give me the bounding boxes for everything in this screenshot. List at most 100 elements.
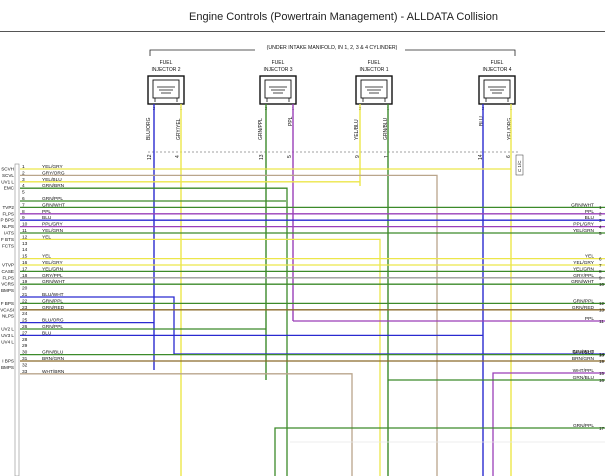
- wire-color-label: YEL/BLU: [42, 177, 62, 183]
- ecm-signal-label: UV2 L: [1, 327, 14, 332]
- pin-number: 16: [22, 260, 28, 266]
- wire-color-label: YEL/GRN: [42, 228, 64, 234]
- cavity-number: 14: [478, 154, 484, 160]
- pin-number: 25: [22, 318, 28, 324]
- wire-color-label: YEL: [42, 254, 51, 260]
- pin-number: 30: [22, 350, 28, 356]
- wire-color-label: PPL: [288, 116, 294, 126]
- wire-color-label: BLU: [479, 116, 485, 126]
- wire-color-label: BLU/WHT: [42, 292, 64, 298]
- wire-color-label: YEL: [585, 254, 594, 260]
- pin-number: 4: [599, 224, 602, 229]
- wire-color-label: GRY/ORG: [42, 170, 65, 176]
- wire: [20, 373, 353, 476]
- fuel-injector-1: FUEL INJECTOR 1 2 1 YEL/BLU GRN/BLU 9 1: [354, 60, 393, 158]
- wire-color-label: YEL/GRN: [573, 228, 595, 234]
- pin-number: 2: [599, 212, 602, 217]
- pin-number: 2: [22, 170, 25, 176]
- pin-number: 24: [22, 311, 28, 317]
- injector-title: FUEL: [368, 60, 381, 66]
- wire-color-label: WHT/PPL: [573, 368, 595, 374]
- wire-color-label: YEL/BLU: [354, 119, 360, 140]
- ecm-signal-label: FCTS: [2, 243, 14, 248]
- wire: [274, 427, 605, 476]
- pin-number: 17: [599, 426, 605, 431]
- pin-number: 6: [22, 196, 25, 202]
- pin-number: 8: [22, 209, 25, 215]
- ecm-signal-label: VTVP: [2, 263, 14, 268]
- wire-color-label: GRN/RED: [42, 305, 65, 311]
- ecm-signal-label: UV3 L: [1, 333, 14, 338]
- ecm-signal-label: TVP2: [3, 205, 15, 210]
- injector-subtitle: INJECTOR 1: [359, 67, 388, 73]
- pin-number: 22: [22, 298, 28, 304]
- pin-number: 16: [599, 378, 605, 383]
- cavity-number: 1: [384, 155, 390, 158]
- ecm-signal-label: F BPS: [1, 301, 14, 306]
- pin-number: 18: [599, 352, 605, 357]
- page-header: Engine Controls (Powertrain Management) …: [0, 0, 605, 32]
- ecm-signal-label: UV1 L: [1, 179, 14, 184]
- wire-color-label: YEL/GRN: [42, 266, 64, 272]
- wire-color-label: YEL/ORG: [507, 118, 513, 140]
- wire-color-label: WHT/BRN: [42, 369, 65, 375]
- wire-color-label: GRN/PPL: [42, 324, 63, 330]
- cavity-number: 13: [259, 154, 265, 160]
- ecm-signal-label: NLPS: [2, 314, 14, 319]
- wire-color-label: PPL: [42, 209, 51, 215]
- wire-color-label: PPL: [585, 209, 594, 215]
- ecm-signal-label: I BPS: [2, 359, 14, 364]
- pin-number: 3: [22, 177, 25, 183]
- pin-number: 33: [22, 369, 28, 375]
- wire: [20, 174, 438, 476]
- pin-number: 31: [22, 356, 28, 362]
- ecm-signal-label: BMPS: [1, 288, 14, 293]
- pin-number: 8: [599, 269, 602, 274]
- ecm-signal-label: UV4 L: [1, 339, 14, 344]
- wire-color-label: GRY/YEL: [176, 118, 182, 140]
- pin-number: 5: [22, 190, 25, 196]
- pin-number: 9: [599, 276, 602, 281]
- cavity-number: 9: [355, 155, 361, 158]
- wire-color-label: BLU/ORG: [42, 318, 64, 324]
- pin-number: 12: [22, 234, 28, 240]
- pin-number: 10: [22, 222, 28, 228]
- injector-subtitle: INJECTOR 3: [263, 67, 292, 73]
- wire-color-label: GRN/PPL: [573, 298, 594, 304]
- ecm-signal-label: FLPS: [3, 275, 15, 280]
- wire-color-label: GRN/PPL: [258, 118, 264, 140]
- pin-number: 1: [599, 205, 602, 210]
- wires-layer: [20, 104, 605, 476]
- pin-number: 23: [22, 305, 28, 311]
- pin-number: 28: [22, 337, 28, 343]
- wire-color-label: GRN/BLU: [573, 350, 595, 356]
- pin-number: 26: [22, 324, 28, 330]
- wire-color-label: GRN/WHT: [571, 202, 594, 208]
- injector-subtitle: INJECTOR 4: [482, 67, 511, 73]
- connector-tag: C 1/C: [517, 160, 522, 172]
- pin-number: 10: [599, 282, 605, 287]
- wire-color-label: BRN/GRN: [572, 356, 595, 362]
- pin-number: 5: [599, 231, 602, 236]
- pin-number: 13: [599, 308, 605, 313]
- pin-number: 1: [22, 164, 25, 170]
- wire: [20, 238, 381, 476]
- pin-number: 11: [599, 319, 604, 324]
- wire-color-label: YEL/GRY: [42, 260, 64, 266]
- wire-color-label: GRN/WHT: [42, 279, 65, 285]
- pin-number: 15: [22, 254, 28, 260]
- page-title: Engine Controls (Powertrain Management) …: [189, 11, 498, 23]
- pin-number: 7: [22, 202, 25, 208]
- wire-color-label: BLU/WHT: [572, 349, 594, 355]
- pin-number: 3: [599, 218, 602, 223]
- ecm-signal-label: FLPS: [3, 211, 15, 216]
- wire-color-label: YEL/GRN: [573, 266, 595, 272]
- pin-number: 17: [22, 266, 28, 272]
- pin-number: 4: [22, 183, 25, 189]
- ecm-signal-label: IATS: [4, 231, 14, 236]
- wire-color-label: BLU: [42, 215, 52, 221]
- pin-number: 11: [22, 228, 27, 234]
